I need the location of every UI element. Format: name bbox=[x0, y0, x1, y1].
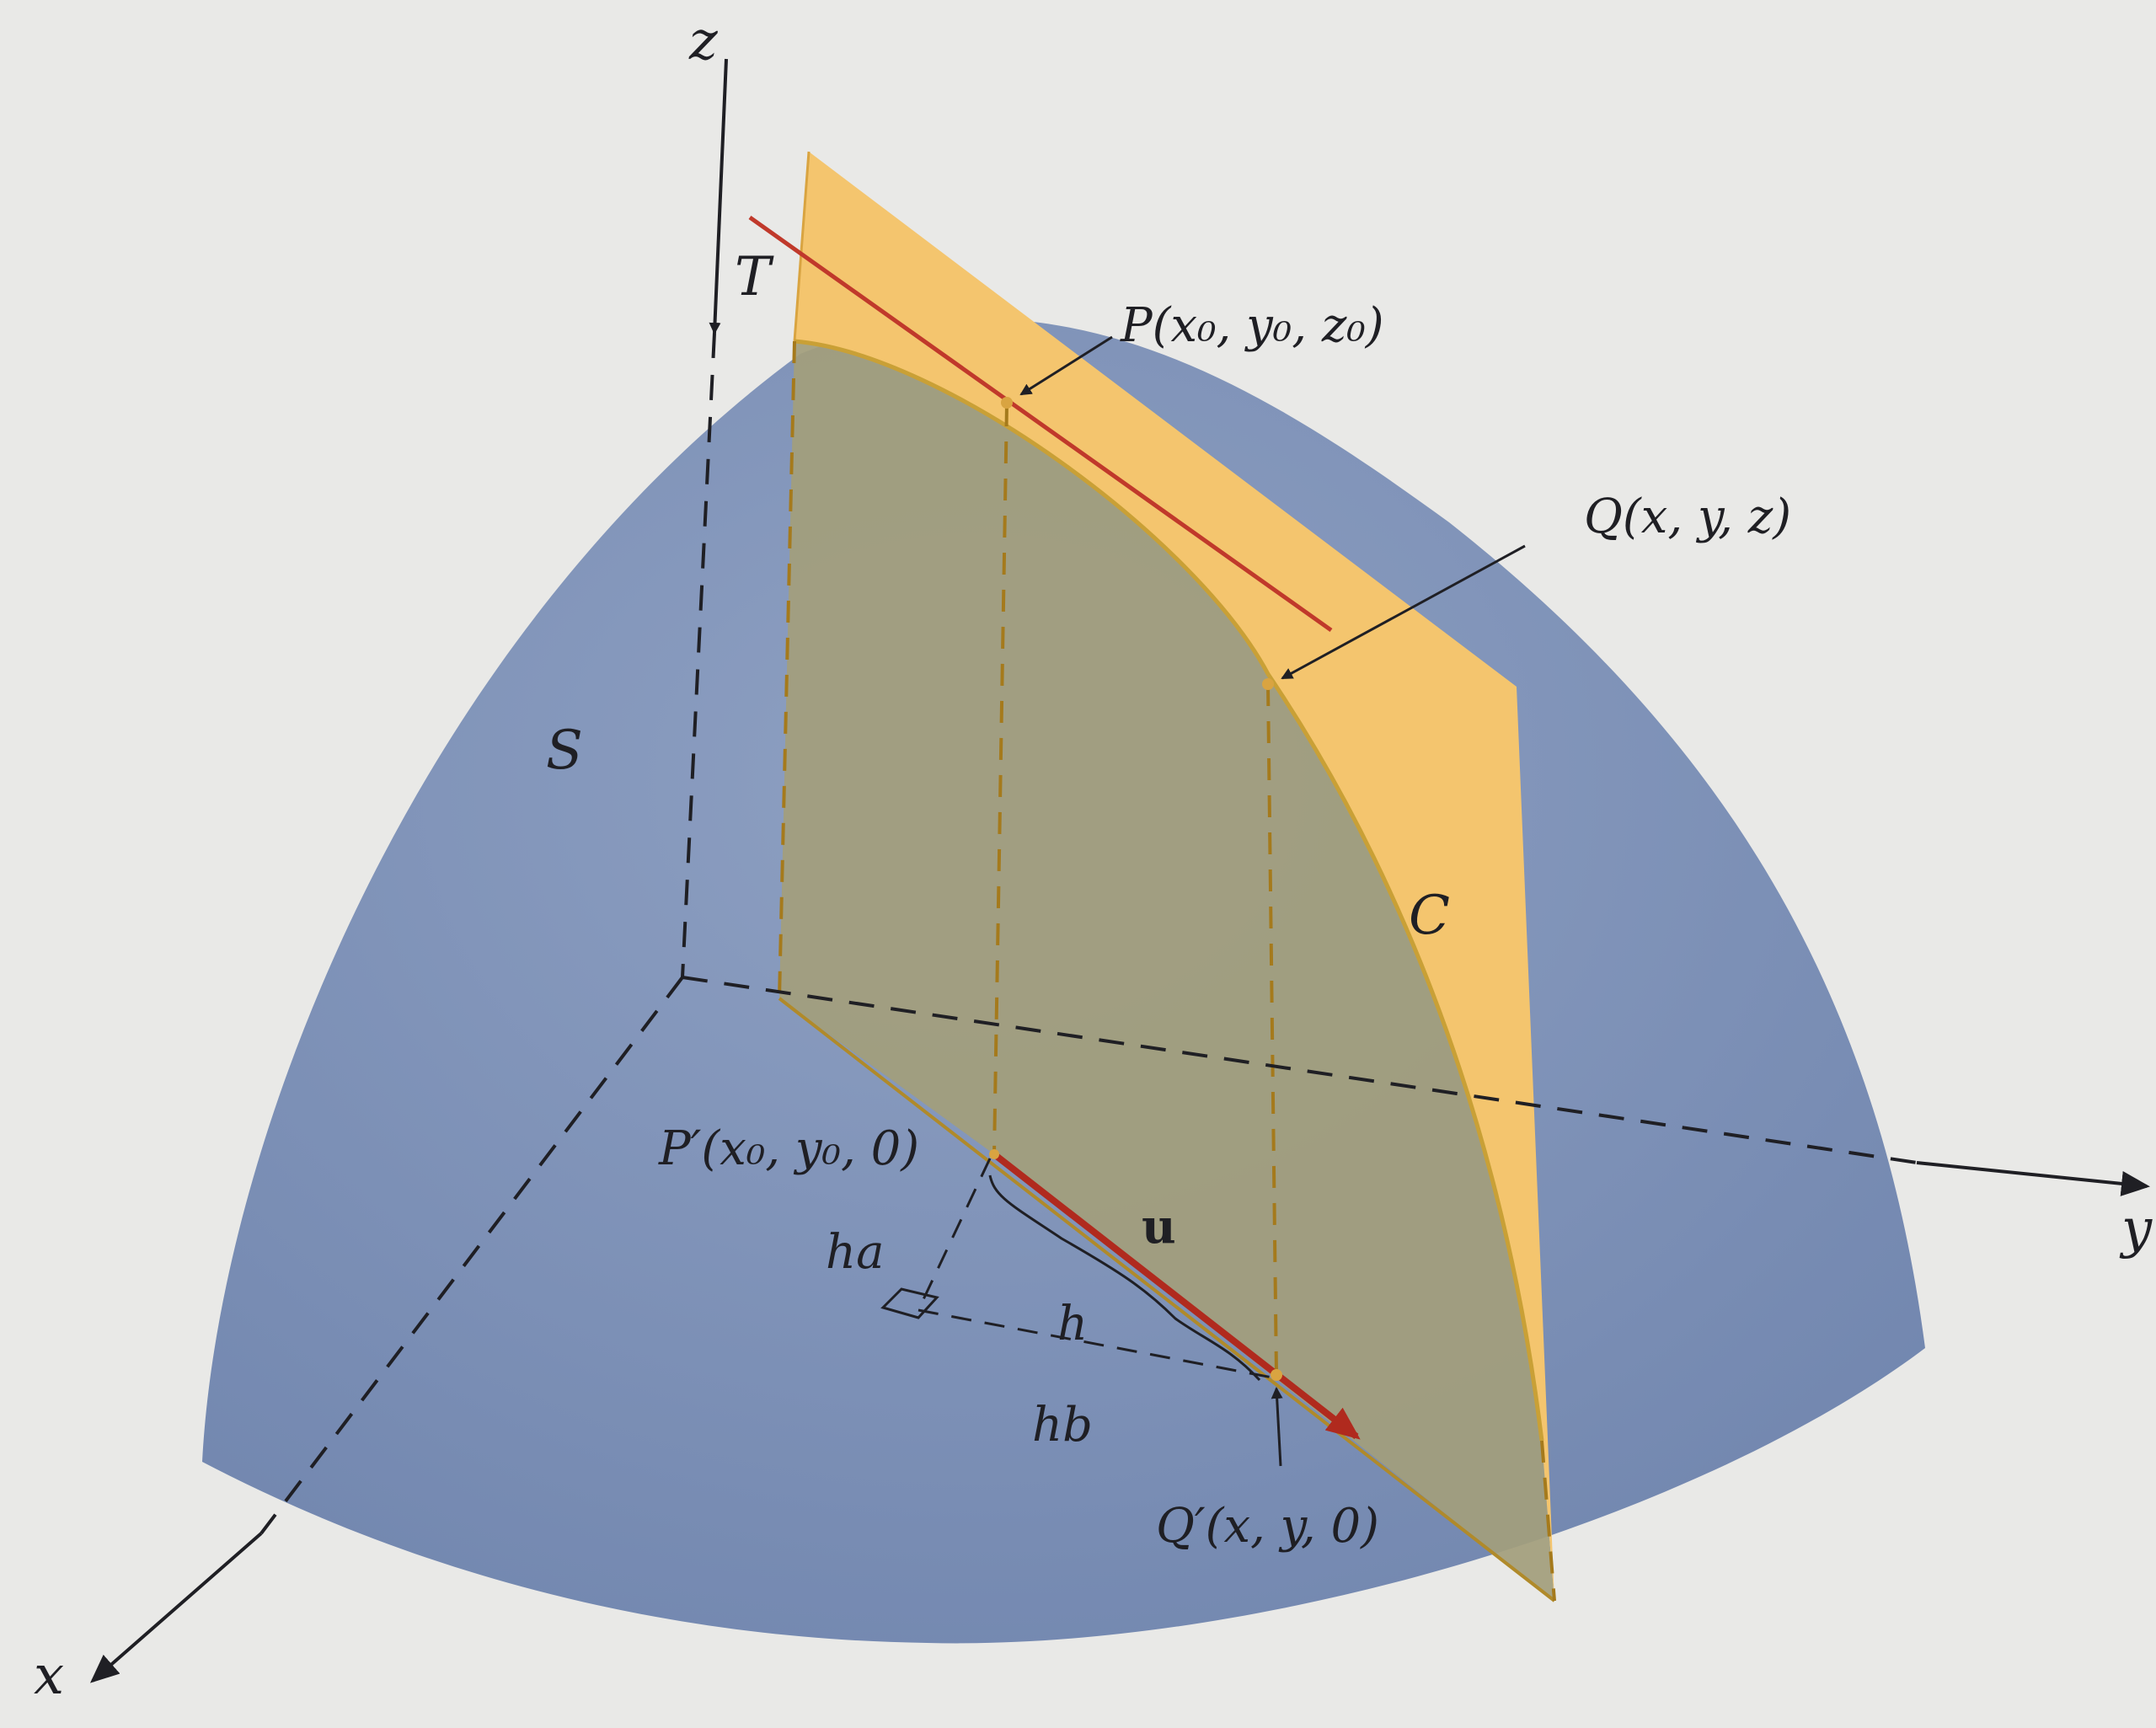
point-p-label: P(x₀, y₀, z₀) bbox=[1120, 298, 1384, 353]
point-p-prime-dot bbox=[989, 1149, 999, 1159]
ha-label: ha bbox=[826, 1225, 884, 1280]
h-label: h bbox=[1057, 1297, 1088, 1351]
point-p-prime-label: P′(x₀, y₀, 0) bbox=[658, 1121, 919, 1176]
curve-c bbox=[794, 339, 1544, 1442]
z-axis-hidden bbox=[681, 332, 716, 978]
y-axis bbox=[1916, 1161, 2150, 1196]
x-axis-hidden bbox=[259, 976, 684, 1535]
leg-ha bbox=[917, 1158, 992, 1311]
point-q-prime-label: Q′(x, y, 0) bbox=[1156, 1499, 1379, 1554]
guide-p-vertical bbox=[992, 404, 1008, 1155]
point-q-label: Q(x, y, z) bbox=[1584, 490, 1791, 544]
unit-vector-u bbox=[992, 1151, 1361, 1440]
plane-left-edge bbox=[793, 151, 811, 342]
leg-hb bbox=[918, 1308, 1273, 1379]
x-axis-label: x bbox=[34, 1645, 64, 1707]
curve-label: C bbox=[1409, 885, 1450, 947]
surface-label: S bbox=[546, 720, 583, 782]
right-angle-marker bbox=[880, 1287, 939, 1319]
pointer-p bbox=[1019, 335, 1113, 396]
point-q-prime-dot bbox=[1271, 1369, 1282, 1381]
unit-vector-label: u bbox=[1142, 1199, 1176, 1255]
guide-q-vertical bbox=[1266, 683, 1278, 1376]
y-axis-label: y bbox=[2119, 1198, 2153, 1260]
z-axis bbox=[709, 58, 728, 334]
x-axis bbox=[89, 1532, 263, 1683]
point-q-dot bbox=[1262, 678, 1274, 690]
plane-hidden-right-edge bbox=[1540, 1440, 1556, 1602]
pointer-q-prime bbox=[1271, 1387, 1283, 1467]
tangent-line-label: T bbox=[735, 246, 774, 308]
z-axis-label: z bbox=[688, 10, 719, 72]
plane-bottom-edge bbox=[778, 997, 1556, 1602]
hb-label: hb bbox=[1032, 1398, 1093, 1452]
plane-above-curve bbox=[794, 152, 1554, 1601]
plane-over-surface bbox=[779, 341, 1554, 1601]
point-p-dot bbox=[1001, 397, 1013, 409]
pointer-q bbox=[1281, 544, 1526, 680]
tangent-line-t bbox=[748, 215, 1333, 633]
brace-h bbox=[988, 1174, 1261, 1382]
